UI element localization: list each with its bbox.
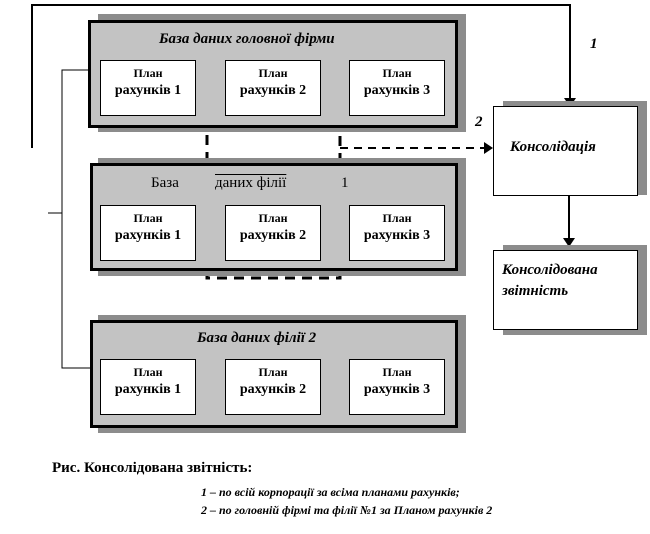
left-bracket-line [61,69,90,369]
consolidation-box: Консолідація [493,106,638,196]
path-2-label: 2 [475,114,483,130]
branch-1-title-part-3: 1 [341,175,349,191]
path-1-label: 1 [590,36,598,52]
branch-1-title-part-2: даних філії [215,175,287,191]
consolidation-label: Консолідація [510,139,596,155]
consolidated-report-box: Консолідована звітність [493,250,638,330]
branch-1-title-part-1: База [151,175,179,191]
path-2-arrowhead [484,142,493,154]
caption-note-2: 2 – по головній фірмі та філії №1 за Пла… [201,503,493,517]
caption-note-1: 1 – по всій корпорації за всіма планами … [201,485,460,499]
main-firm-database-title: База даних головної фірми [159,31,335,47]
consolidated-report-label: Консолідована звітність [502,262,598,299]
figure-caption: Рис. Консолідована звітність: [52,460,253,476]
report-arrowhead [563,238,575,247]
branch-2-database-title: База даних філії 2 [197,330,317,346]
path-1-line [31,4,571,148]
